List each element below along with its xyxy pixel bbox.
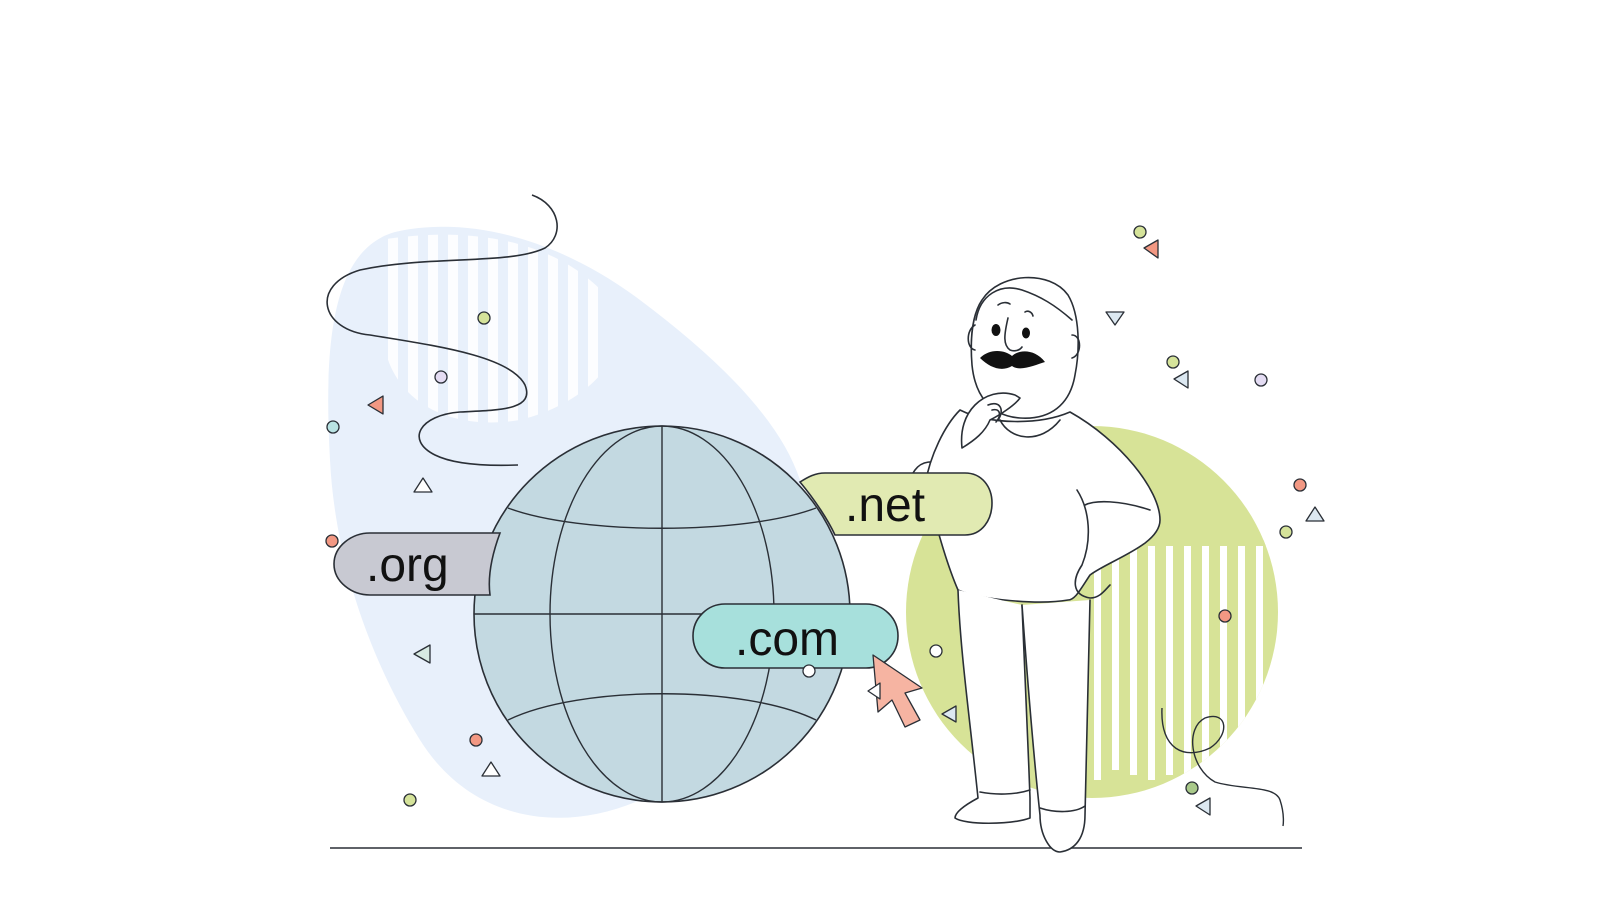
com-label: .com [735,613,839,666]
org-label-pill: .org [333,532,502,596]
net-label: .net [845,479,925,532]
cursor-arrow-icon [872,654,923,728]
squiggle-line-right [1161,707,1285,827]
confetti-triangles [367,239,1325,816]
com-label-pill: .com [692,603,899,669]
face-features [980,324,1045,369]
left-stripes [388,234,598,423]
confetti-dots [325,225,1307,807]
right-stripes [1080,540,1278,780]
net-label-pill: .net [798,472,993,536]
globe [473,425,851,803]
org-label: .org [366,539,449,592]
mustache [980,351,1045,369]
squiggle-line-left [326,194,558,467]
